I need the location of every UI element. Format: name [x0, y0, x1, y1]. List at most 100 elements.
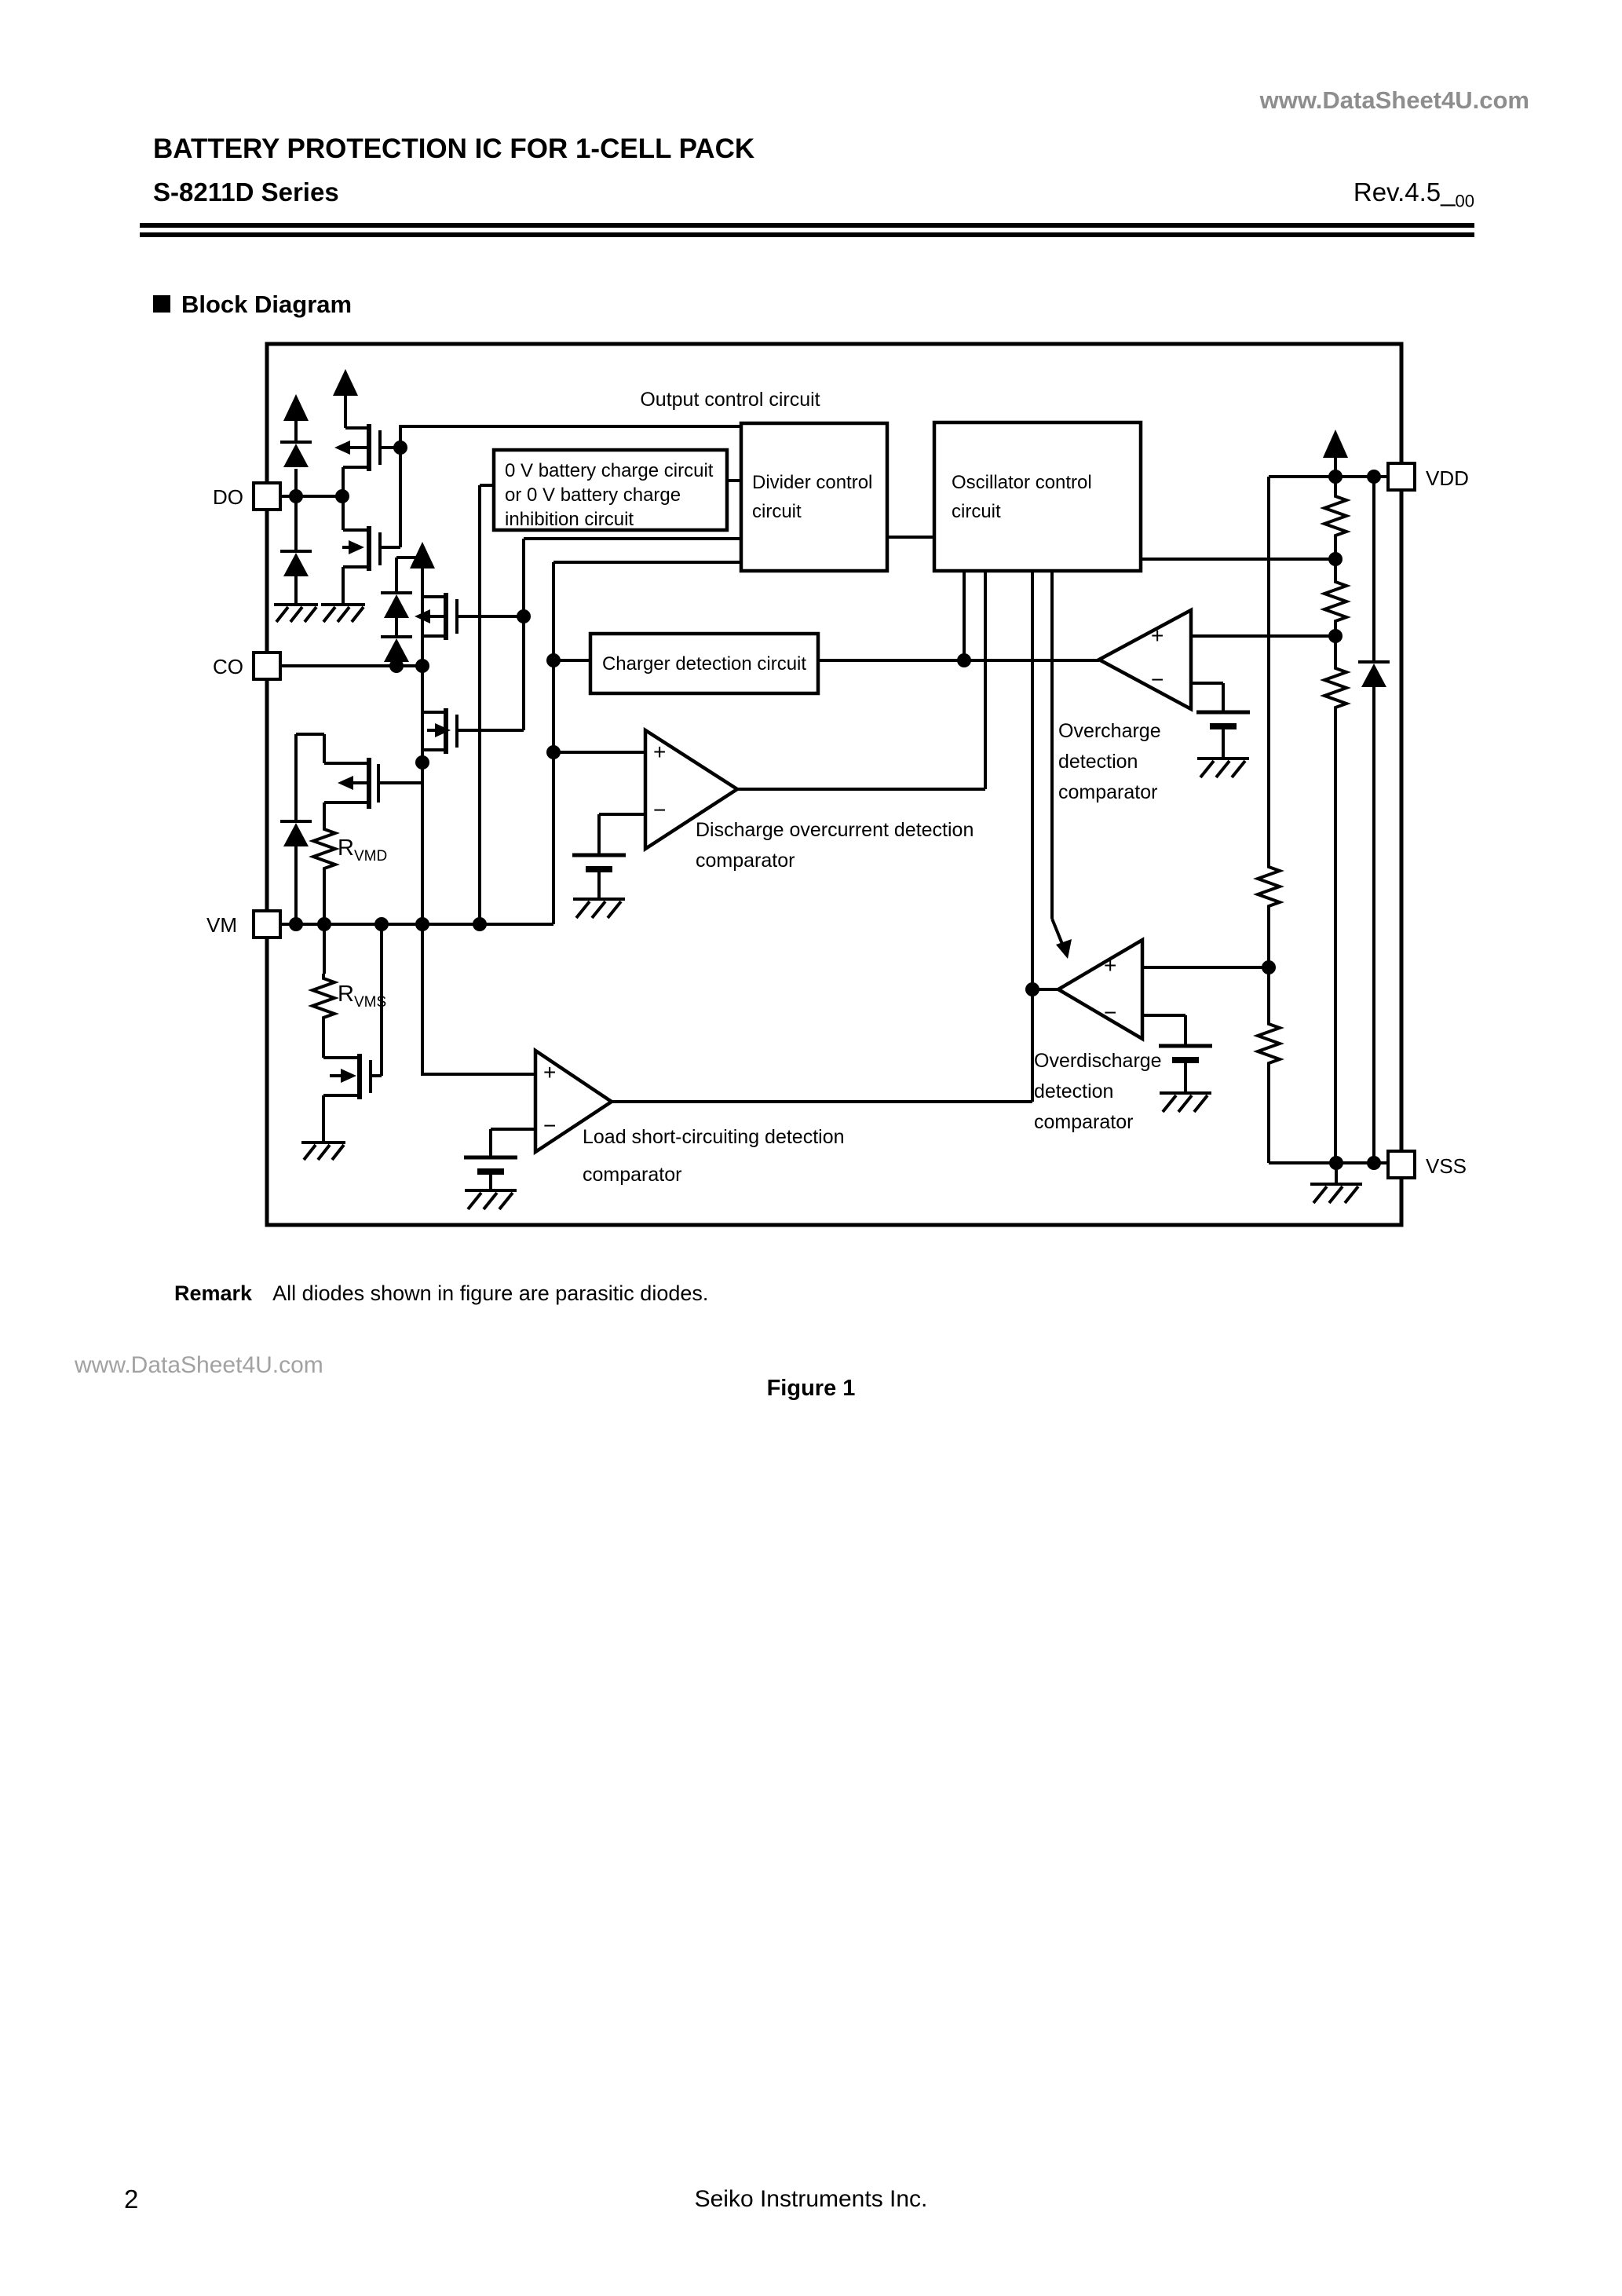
parasitic-diode-icon: [283, 823, 309, 846]
parasitic-diode-icon: [283, 444, 309, 467]
parasitic-diode-icon: [384, 594, 409, 618]
overcharge-minus-sign: −: [1151, 667, 1164, 692]
up-arrow-icon: [283, 394, 309, 421]
resistor-icon: [1253, 862, 1284, 911]
diagram-frame: [265, 342, 1404, 1227]
revision-main: Rev.4.5_: [1353, 177, 1456, 207]
pin-vss-label: VSS: [1426, 1154, 1467, 1178]
section-bullet-icon: [153, 295, 170, 313]
discharge-label: Discharge overcurrent detection comparat…: [696, 815, 974, 876]
nmos-arrow-icon: [435, 723, 451, 737]
zero-v-charge-box: [491, 448, 729, 532]
pin-co-icon: [252, 651, 282, 681]
overcharge-line2: detection: [1058, 751, 1138, 773]
overcharge-line3: comparator: [1058, 781, 1158, 803]
pin-vss-icon: [1386, 1150, 1416, 1179]
rvms-sub: VMS: [353, 993, 387, 1011]
discharge-overcurrent-comparator-icon: [643, 726, 741, 853]
header-rule-bottom: [140, 232, 1474, 237]
remark-text: All diodes shown in figure are parasitic…: [272, 1281, 709, 1305]
comparator-layer: [533, 607, 1193, 1156]
overcharge-label: Overcharge detection comparator: [1058, 716, 1161, 808]
discharge-plus-sign: +: [653, 740, 667, 764]
output-control-label: Output control circuit: [640, 389, 820, 411]
overcharge-line1: Overcharge: [1058, 720, 1161, 742]
overdischarge-comparator-icon: [1054, 937, 1145, 1042]
function-boxes: [491, 420, 1143, 696]
ground-icon: [301, 1141, 345, 1161]
ground-icon: [1197, 757, 1249, 779]
resistor-icon: [1320, 664, 1351, 712]
divider-box-text: Divider control circuit: [752, 468, 872, 526]
overdischarge-line1: Overdischarge: [1034, 1050, 1162, 1072]
resistor-rvmd-icon: [309, 824, 340, 873]
pin-vm-icon: [252, 909, 282, 939]
rvmd-base: R: [338, 835, 354, 861]
side-watermark: www.DataSheet4U.com: [75, 1352, 323, 1378]
footer-page-number: 2: [124, 2184, 139, 2214]
pin-vm-label: VM: [206, 913, 237, 937]
load-short-line1: Load short-circuiting detection: [583, 1126, 845, 1148]
oscillator-line1: Oscillator control: [952, 472, 1092, 493]
zero-v-box-text: 0 V battery charge circuit or 0 V batter…: [505, 459, 713, 532]
pmos-arrow-icon: [415, 609, 430, 623]
resistor-rvms-icon: [308, 974, 339, 1022]
top-watermark: www.DataSheet4U.com: [1259, 86, 1529, 114]
load-short-minus-sign: −: [543, 1113, 557, 1138]
pmos-arrow-icon: [334, 441, 350, 455]
oscillator-control-box: [932, 420, 1143, 573]
load-short-label: Load short-circuiting detection comparat…: [583, 1118, 845, 1194]
revision-sub: 00: [1455, 191, 1474, 211]
load-short-plus-sign: +: [543, 1060, 557, 1084]
rvms-label: RVMS: [338, 982, 386, 1011]
up-arrow-icon: [333, 369, 358, 396]
section-heading-text: Block Diagram: [181, 291, 353, 318]
ground-icon: [1160, 1091, 1211, 1113]
nmos-arrow-icon: [349, 540, 364, 554]
footer-company: Seiko Instruments Inc.: [694, 2186, 928, 2212]
up-arrow-icon: [1323, 430, 1348, 458]
pin-vdd-label: VDD: [1426, 466, 1469, 490]
oscillator-line2: circuit: [952, 501, 1001, 522]
figure-caption: Figure 1: [766, 1376, 856, 1401]
overdischarge-minus-sign: −: [1104, 1000, 1117, 1025]
resistor-icon: [1320, 492, 1351, 540]
pmos-arrow-icon: [338, 776, 353, 790]
oscillator-box-text: Oscillator control circuit: [952, 468, 1092, 526]
overcharge-plus-sign: +: [1151, 623, 1164, 648]
overdischarge-plus-sign: +: [1104, 953, 1117, 978]
transistor-gates: [369, 430, 458, 1093]
pin-co-label: CO: [213, 655, 243, 678]
overdischarge-line3: comparator: [1034, 1111, 1134, 1133]
load-short-line2: comparator: [583, 1164, 682, 1186]
zero-v-line1: 0 V battery charge circuit: [505, 460, 714, 481]
parasitic-diode-icon: [283, 553, 309, 576]
overcharge-comparator-icon: [1095, 607, 1193, 712]
divider-line1: Divider control: [752, 472, 873, 493]
ground-icon: [573, 898, 625, 919]
divider-control-box: [739, 421, 890, 573]
divider-line2: circuit: [752, 501, 802, 522]
pin-do-label: DO: [213, 485, 243, 509]
overdischarge-label: Overdischarge detection comparator: [1034, 1046, 1162, 1138]
parasitic-diode-icon: [384, 638, 409, 662]
ground-icon: [465, 1189, 517, 1211]
header-rule-top: [140, 223, 1474, 228]
nmos-arrow-icon: [341, 1069, 356, 1083]
pin-vdd-icon: [1386, 462, 1416, 492]
overdischarge-line2: detection: [1034, 1080, 1114, 1102]
charger-box-text: Charger detection circuit: [601, 653, 807, 675]
rvmd-sub: VMD: [353, 847, 388, 865]
load-short-comparator-icon: [533, 1047, 616, 1156]
ground-icon: [1310, 1183, 1362, 1205]
ground-icon: [274, 603, 318, 623]
zero-v-line3: inhibition circuit: [505, 509, 634, 530]
resistor-layer: [308, 492, 1351, 1068]
junction-and-arrow-layer: [283, 369, 1386, 1170]
charger-detection-box: [588, 631, 820, 696]
doc-revision: Rev.4.5_00: [1178, 177, 1474, 212]
doc-title: BATTERY PROTECTION IC FOR 1-CELL PACK: [153, 133, 755, 164]
discharge-line1: Discharge overcurrent detection: [696, 819, 974, 841]
resistor-icon: [1253, 1019, 1284, 1068]
